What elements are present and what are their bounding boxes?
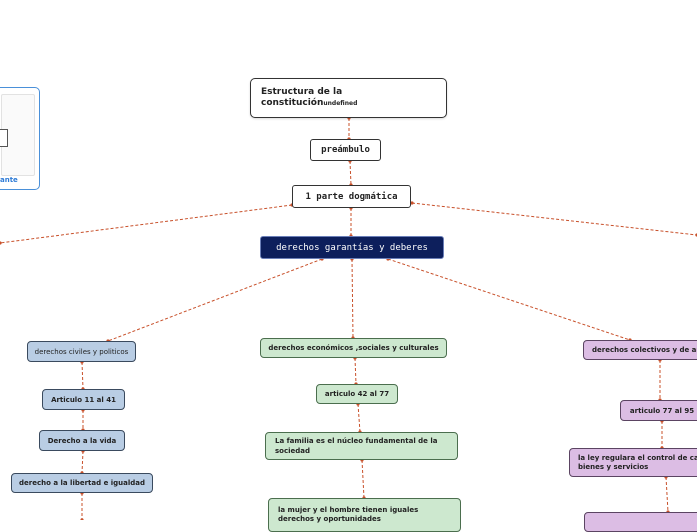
left-card-caption: ante [0,176,18,184]
economic-item-equality[interactable]: la mujer y el hombre tienen iguales dere… [268,498,461,532]
connector-civil-3 [80,449,85,475]
collective-item-partial[interactable] [584,512,697,532]
economic-item-articles[interactable]: articulo 42 al 77 [316,384,398,404]
connector-economic-3 [360,458,366,500]
collective-item-law[interactable]: la ley regulara el control de ca bienes … [569,448,697,477]
left-card-box [0,129,8,147]
collective-rights-node[interactable]: derechos colectivos y de am [583,340,697,360]
left-card-inner [0,94,35,176]
civil-rights-node[interactable]: derechos civiles y politicos [27,341,136,362]
connector-dogmatic-right [410,201,697,237]
root-title-line2: constitución [261,98,324,108]
connector-economic-1 [353,356,358,386]
connector-dogmatic-left [0,203,294,245]
connector-civil-1 [80,360,85,391]
connector-lines [0,116,697,520]
dogmatic-node[interactable]: 1 parte dogmática [292,185,411,208]
connector-rights-collective [386,257,632,342]
root-title-suffix: undefined [323,100,358,107]
economic-item-family[interactable]: La familia es el núcleo fundamental de l… [265,432,458,460]
preamble-node[interactable]: preámbulo [310,139,381,161]
connector-preamble-dogmatic [348,159,353,187]
economic-rights-node[interactable]: derechos económicos ,sociales y cultural… [260,338,447,358]
civil-item-articles[interactable]: Articulo 11 al 41 [42,389,125,410]
civil-item-liberty[interactable]: derecho a la libertad e igualdad [11,473,153,493]
connector-rights-economic [350,257,355,340]
left-partial-card[interactable]: ante [0,87,40,190]
connector-rights-civil [106,257,324,343]
collective-item-articles[interactable]: articulo 77 al 95 [620,400,697,421]
connector-collective-3 [664,475,670,514]
civil-item-life[interactable]: Derecho a la vida [39,430,125,451]
connector-economic-2 [356,402,362,434]
root-title: Estructura de la constituciónundefined [261,87,446,109]
root-title-line1: Estructura de la [261,87,343,97]
rights-node[interactable]: derechos garantías y deberes [260,236,444,259]
root-node[interactable]: Estructura de la constituciónundefined [250,78,447,118]
